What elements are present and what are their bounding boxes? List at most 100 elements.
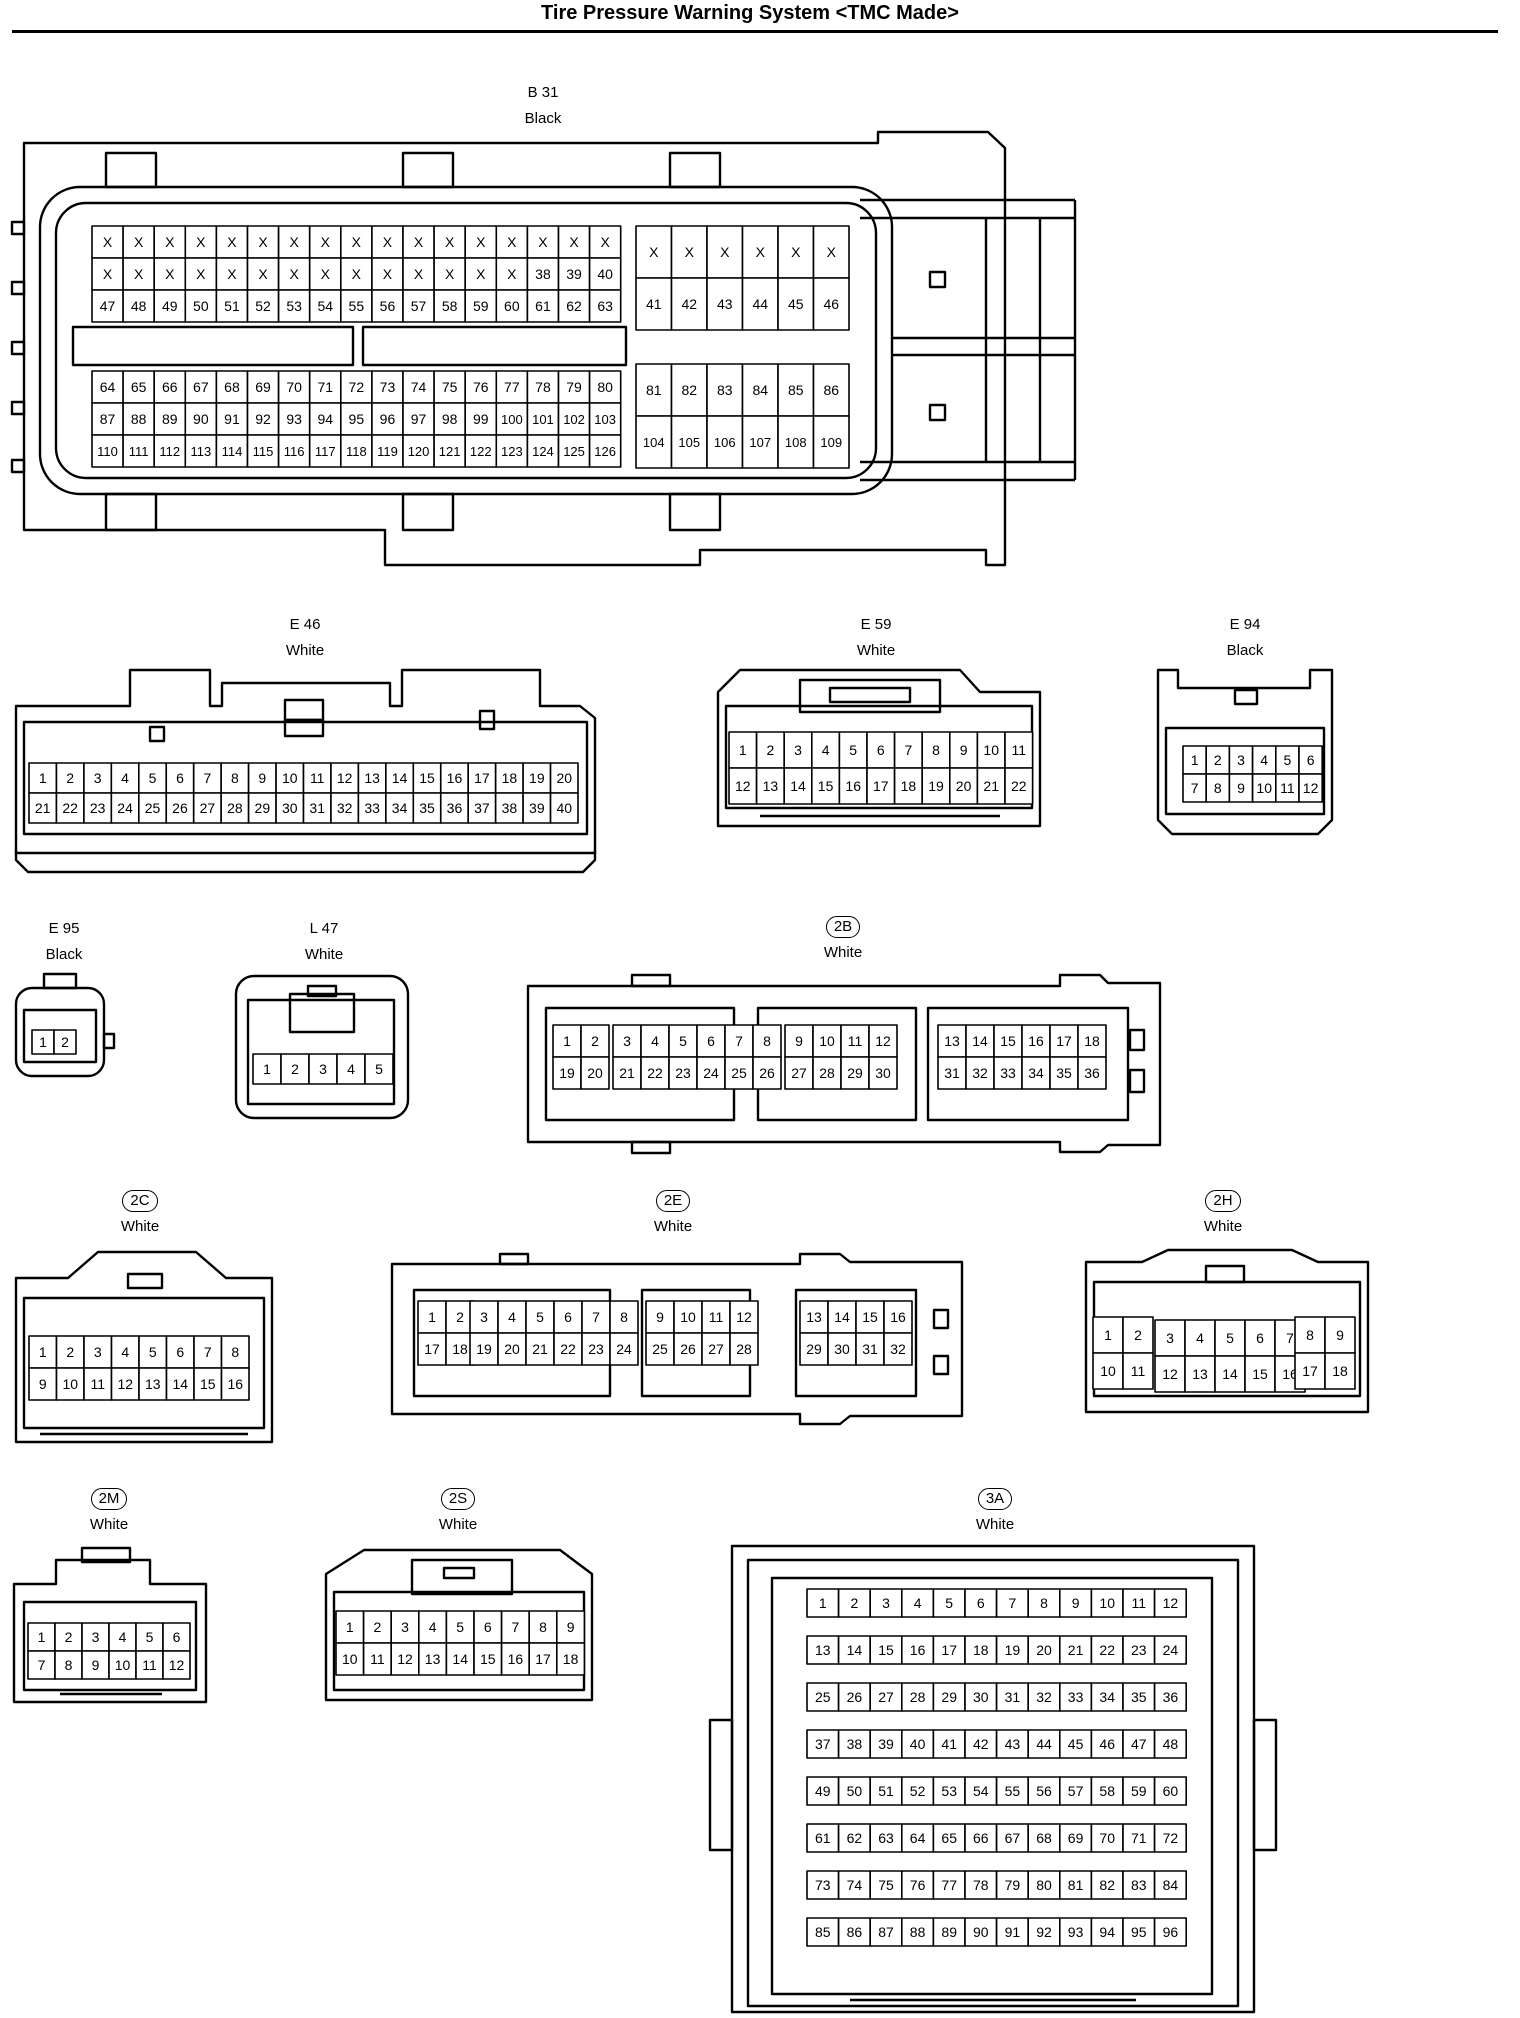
pin-label: 8 xyxy=(620,1309,628,1325)
connector-name: E 94 xyxy=(1229,616,1261,633)
pin-label: X xyxy=(827,244,837,260)
pin-cell xyxy=(696,1056,726,1090)
pin-cell xyxy=(1004,731,1034,769)
pin-cell xyxy=(741,415,779,469)
pin-cell xyxy=(635,277,673,331)
pin-cell xyxy=(932,1776,966,1806)
pin-label: 33 xyxy=(1000,1065,1016,1081)
pin-label: 1 xyxy=(39,1344,47,1360)
pin-label: 45 xyxy=(1068,1736,1084,1752)
connector-caption-2c: 2C White xyxy=(60,1188,220,1240)
pin-label: 19 xyxy=(928,778,944,794)
pin-label: X xyxy=(791,244,801,260)
pin-cell xyxy=(417,1642,448,1676)
pin-label: 87 xyxy=(878,1924,894,1940)
pin-label: 54 xyxy=(973,1783,989,1799)
pin-label: 22 xyxy=(647,1065,663,1081)
pin-cell xyxy=(495,257,529,291)
pin-label: 28 xyxy=(910,1689,926,1705)
pin-label: 72 xyxy=(1163,1830,1179,1846)
pin-label: 7 xyxy=(1286,1330,1294,1346)
pin-cell xyxy=(812,415,850,469)
pin-cell xyxy=(184,289,218,323)
pin-cell xyxy=(1153,1682,1187,1712)
connector-2m-body xyxy=(12,1546,208,1704)
pin-label: 26 xyxy=(172,800,188,816)
connector-color: White xyxy=(653,1218,693,1235)
connector-name: E 95 xyxy=(48,920,80,937)
pin-cell xyxy=(135,1650,164,1680)
pin-label: 52 xyxy=(255,298,271,314)
pin-label: 27 xyxy=(708,1341,724,1357)
pin-label: 42 xyxy=(681,296,697,312)
pin-cell xyxy=(110,1367,140,1401)
pin-label: 30 xyxy=(282,800,298,816)
pin-label: 16 xyxy=(447,770,463,786)
pin-cell xyxy=(1090,1870,1124,1900)
pin-label: 1 xyxy=(346,1619,354,1635)
pin-cell xyxy=(1294,1352,1326,1390)
pin-label: 75 xyxy=(442,379,458,395)
connector-caption-2b: 2B White xyxy=(763,914,923,966)
pin-label: 4 xyxy=(651,1033,659,1049)
connector-caption-e59: E 59 White xyxy=(796,612,956,664)
pin-cell xyxy=(1077,1024,1107,1058)
pin-label: 96 xyxy=(1163,1924,1179,1940)
pin-cell xyxy=(162,1622,191,1652)
pin-label: 45 xyxy=(788,296,804,312)
pin-label: 19 xyxy=(476,1341,492,1357)
pin-label: 2 xyxy=(1134,1327,1142,1343)
pin-label: 35 xyxy=(1131,1689,1147,1705)
pin-label: 15 xyxy=(862,1309,878,1325)
pin-cell xyxy=(220,792,250,824)
pin-cell xyxy=(964,1729,998,1759)
pin-label: 85 xyxy=(788,382,804,398)
pin-cell xyxy=(330,792,360,824)
pin-label: 16 xyxy=(1028,1033,1044,1049)
pin-label: 119 xyxy=(377,444,398,459)
pin-label: X xyxy=(383,234,393,250)
pin-label: X xyxy=(289,234,299,250)
pin-label: 68 xyxy=(224,379,240,395)
connector-caption-2h: 2H White xyxy=(1143,1188,1303,1240)
pin-label: 23 xyxy=(588,1341,604,1357)
pin-label: 96 xyxy=(380,411,396,427)
pin-cell xyxy=(336,1053,366,1085)
pin-cell xyxy=(28,1335,58,1369)
pin-label: 56 xyxy=(380,298,396,314)
connector-caption-2s: 2S White xyxy=(378,1486,538,1538)
pin-label: 4 xyxy=(429,1619,437,1635)
pin-cell xyxy=(1059,1823,1093,1853)
pin-label: 70 xyxy=(1099,1830,1115,1846)
pin-label: 17 xyxy=(873,778,889,794)
pin-label: 86 xyxy=(823,382,839,398)
pin-cell xyxy=(81,1650,110,1680)
pin-label: 23 xyxy=(90,800,106,816)
pin-cell xyxy=(91,225,124,259)
pin-cell xyxy=(91,402,124,436)
pin-label: 22 xyxy=(62,800,78,816)
pin-cell xyxy=(1153,1823,1187,1853)
pin-label: 14 xyxy=(847,1642,863,1658)
pin-label: 10 xyxy=(1100,1363,1116,1379)
pin-cell xyxy=(557,402,591,436)
connector-name: E 59 xyxy=(860,616,892,633)
pin-label: X xyxy=(103,234,113,250)
pin-cell xyxy=(433,257,467,291)
pin-label: 5 xyxy=(849,742,857,758)
pin-label: 41 xyxy=(941,1736,957,1752)
pin-label: 32 xyxy=(337,800,353,816)
pin-cell xyxy=(838,767,868,805)
pin-label: 29 xyxy=(847,1065,863,1081)
pin-cell xyxy=(55,762,85,794)
pin-cell xyxy=(28,792,58,824)
pin-label: 83 xyxy=(717,382,733,398)
connector-caption-2m: 2M White xyxy=(29,1486,189,1538)
pin-label: 24 xyxy=(1163,1642,1179,1658)
pin-label: 52 xyxy=(910,1783,926,1799)
